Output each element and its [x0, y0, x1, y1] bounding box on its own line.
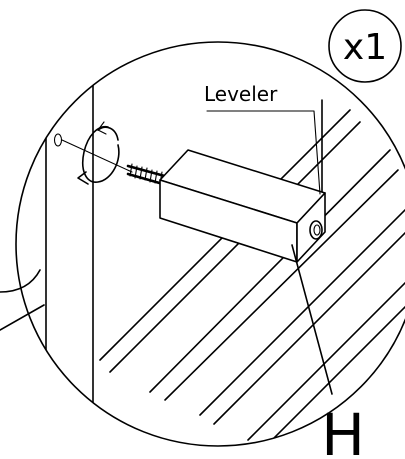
screw-axis [61, 139, 133, 173]
quantity-label: x1 [343, 27, 387, 68]
quantity-badge: x1 [328, 9, 402, 83]
rotation-arrow-icon [77, 121, 120, 185]
pilot-hole [53, 133, 63, 147]
detail-circle [15, 41, 405, 447]
external-leader-lines [0, 269, 45, 331]
callout-letter: H [321, 401, 365, 459]
leveler-block [159, 149, 326, 263]
leveler-label-group: Leveler [204, 82, 321, 195]
callout-h-leader [291, 244, 333, 395]
leveler-label: Leveler [204, 82, 278, 106]
detail-contents [45, 42, 405, 446]
